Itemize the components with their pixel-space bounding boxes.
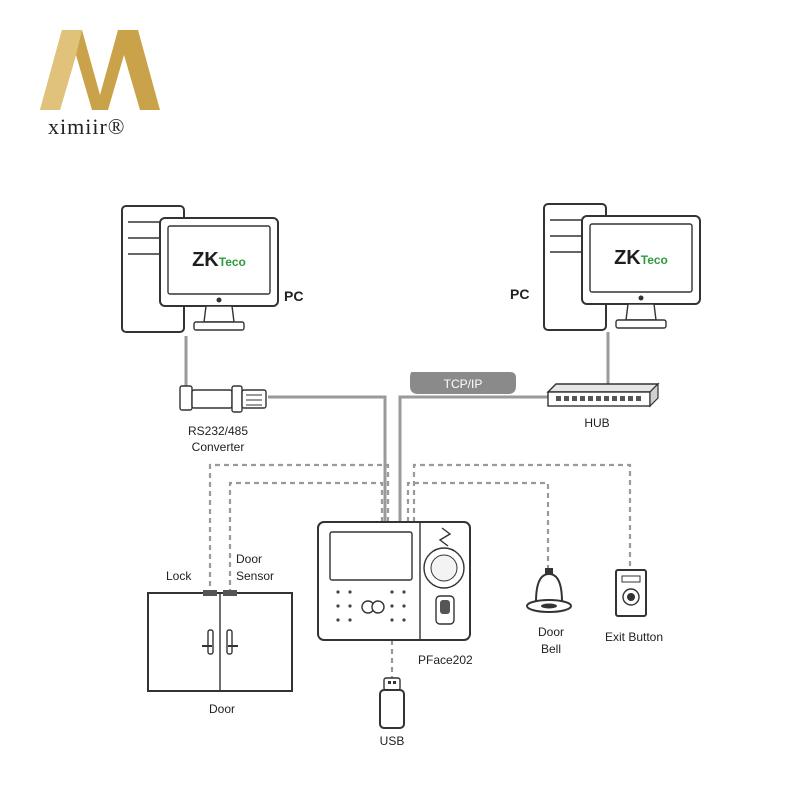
wire-door-bell [406,481,550,568]
logo-m-highlight [40,30,82,110]
tcpip-label: TCP/IP [444,377,483,391]
wires [184,332,632,678]
lock-label: Lock [166,569,192,583]
hub: HUB [546,382,660,430]
door-label: Door [209,702,235,716]
logo-text: ximiir® [48,114,126,139]
wire-door-sensor [228,481,384,593]
wire-hub-terminal [398,395,548,522]
tcpip-badge: TCP/IP [410,372,516,394]
terminal-screen [329,531,413,581]
converter-label-1: RS232/485 [188,424,248,438]
hub-label: HUB [584,416,609,430]
door-handle-left [207,629,214,655]
usb-body [379,689,405,729]
wire-converter-terminal [268,395,387,522]
door-bell: Door Bell [526,568,572,656]
usb-connector [383,677,401,691]
terminal-pface202: PFace202 [317,521,473,667]
terminal-brand-mark [438,527,452,547]
wire-lock [208,463,390,593]
usb-label: USB [380,734,405,748]
pc-left-screen [167,225,271,295]
pc-left: ZKTeco PC [121,205,303,333]
tcpip-pill [410,372,516,394]
ximiir-logo: ximiir® [40,30,160,139]
terminal-label: PFace202 [418,653,473,667]
pc-right-screen [589,223,693,293]
door-sensor-label-1: Door [236,552,262,566]
pc-left-label: PC [284,288,303,304]
door-handle-right [226,629,233,655]
converter: RS232/485 Converter [179,385,267,454]
terminal-keypad [336,590,406,622]
hub-ports [556,396,641,401]
wire-exit-button [412,463,632,570]
converter-label-2: Converter [192,440,245,454]
usb-drive: USB [379,677,405,748]
pc-right-brand: ZKTeco [614,247,668,269]
lock-module [203,590,217,596]
pc-left-base [193,321,245,331]
pc-right-base [615,319,667,329]
door-sensor-module [223,590,237,596]
door-bell-label-2: Bell [541,642,561,656]
pc-right: ZKTeco PC [510,203,701,331]
door-sensor-label-2: Sensor [236,569,274,583]
bell-dome [534,572,564,603]
door: Door [147,590,293,716]
exit-button: Exit Button [605,569,663,644]
pc-right-label: PC [510,286,529,302]
door-bell-label-1: Door [538,625,564,639]
exit-button-label: Exit Button [605,630,663,644]
converter-body [191,389,233,409]
pc-left-brand: ZKTeco [192,249,246,271]
